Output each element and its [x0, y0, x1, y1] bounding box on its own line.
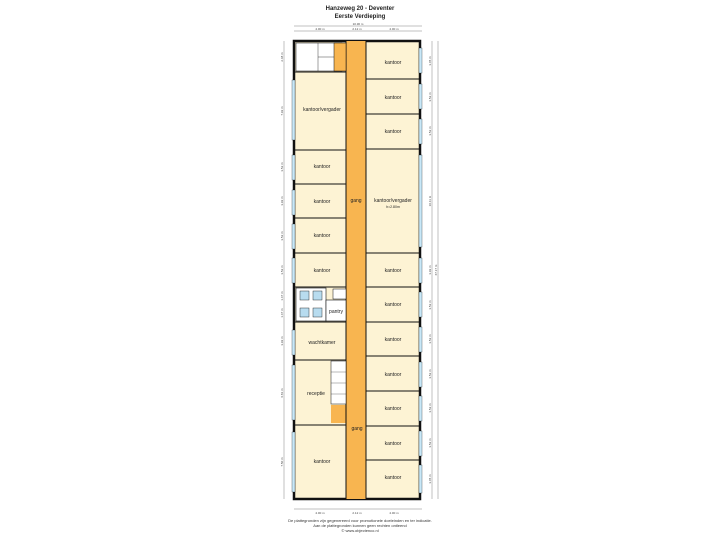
room-kantoor-right-9: kantoor [385, 441, 402, 447]
right-dimensions: 67.17 m 3.45 m 3.52 m 3.52 m 10.11 m 3.9… [428, 41, 439, 499]
left-walls [294, 41, 367, 499]
room-kantoor-left-2: kantoor [314, 199, 331, 205]
dim-bottom-right: 4.00 m [389, 511, 399, 515]
dim-left-3: 3.52 m [280, 162, 284, 172]
footer-disclaimer-2: Aan de plattegronden kunnen geen rechten… [313, 523, 407, 528]
room-pantry: pantry [329, 309, 343, 315]
dim-bottom-left: 4.00 m [315, 511, 325, 515]
dim-right-4: 10.11 m [428, 195, 432, 206]
room-kantoor-right-6: kantoor [385, 337, 402, 343]
room-kantoor-right-5: kantoor [385, 302, 402, 308]
dim-left-7: 1.47 m [280, 291, 284, 301]
dim-right-2: 3.52 m [428, 92, 432, 102]
dim-top-mid: 2.12 m [352, 27, 362, 31]
dim-total-height: 67.17 m [434, 264, 438, 275]
corridor [346, 41, 366, 499]
dim-top-total: 10.30 m [353, 22, 364, 26]
room-labels: kantoor/vergader kantoor kantoor kantoor… [303, 60, 412, 481]
room-kantoor-right-8: kantoor [385, 406, 402, 412]
dim-right-11: 3.45 m [428, 474, 432, 484]
corridor-extension [331, 405, 346, 423]
dim-top-left: 4.00 m [315, 27, 325, 31]
footer-copyright: © www.objectenco.nl [341, 528, 379, 533]
left-dimensions: 2.48 m 7.92 m 3.52 m 3.92 m 3.52 m 3.52 … [280, 41, 285, 499]
room-receptie: receptie [307, 391, 325, 397]
right-walls [366, 78, 420, 461]
room-kantoor-right-3: kantoor [385, 129, 402, 135]
dim-left-4: 3.92 m [280, 196, 284, 206]
room-kantoor-left-1: kantoor [314, 164, 331, 170]
room-kantoor-right-10: kantoor [385, 475, 402, 481]
dim-right-5: 3.92 m [428, 265, 432, 275]
dim-left-8: 1.47 m [280, 308, 284, 318]
dim-right-9: 3.52 m [428, 403, 432, 413]
room-kantoor-right-1: kantoor [385, 60, 402, 66]
dim-right-1: 3.45 m [428, 56, 432, 66]
windows [291, 47, 423, 494]
dim-left-6: 3.52 m [280, 265, 284, 275]
room-kantoor-vergader-left: kantoor/vergader [303, 107, 341, 113]
dim-right-8: 3.52 m [428, 369, 432, 379]
plan-subtitle: Eerste Verdieping [334, 14, 386, 20]
room-kantoor-left-4: kantoor [314, 268, 331, 274]
dim-left-11: 7.50 m [280, 457, 284, 467]
room-kantoor-right-2: kantoor [385, 95, 402, 101]
dim-left-5: 3.52 m [280, 231, 284, 241]
bottom-dimensions: 4.00 m 2.12 m 4.00 m [294, 508, 422, 515]
room-gang-1: gang [350, 198, 361, 204]
dim-right-7: 3.52 m [428, 334, 432, 344]
dim-bottom-mid: 2.12 m [352, 511, 362, 515]
room-kantoor-right-7: kantoor [385, 372, 402, 378]
footer-disclaimer-1: De plattegronden zijn gegenereerd voor p… [288, 518, 432, 523]
dim-left-9: 3.92 m [280, 336, 284, 346]
room-kantoor-left-5: kantoor [314, 459, 331, 465]
dim-left-10: 6.81 m [280, 388, 284, 398]
staircase-middle [330, 360, 347, 405]
dim-right-6: 3.52 m [428, 300, 432, 310]
staircase-top [295, 42, 347, 72]
dim-right-10: 3.52 m [428, 438, 432, 448]
dim-right-3: 3.52 m [428, 126, 432, 136]
room-wachtkamer: wachtkamer [309, 340, 336, 346]
sanitary-block [295, 287, 347, 322]
room-kantoor-right-4: kantoor [385, 268, 402, 274]
room-gang-2: gang [351, 426, 362, 432]
dim-left-1: 2.48 m [280, 52, 284, 62]
plan-title: Hanzeweg 20 - Deventer [325, 6, 395, 12]
dim-top-right: 4.00 m [389, 27, 399, 31]
room-kantoor-vergader-right: kantoor/vergader [374, 198, 412, 204]
top-dimensions: 10.30 m 4.00 m 2.12 m 4.00 m [294, 22, 422, 32]
room-kantoor-vergader-height: h=2.80m [386, 205, 400, 209]
dim-left-2: 7.92 m [280, 106, 284, 116]
room-kantoor-left-3: kantoor [314, 233, 331, 239]
